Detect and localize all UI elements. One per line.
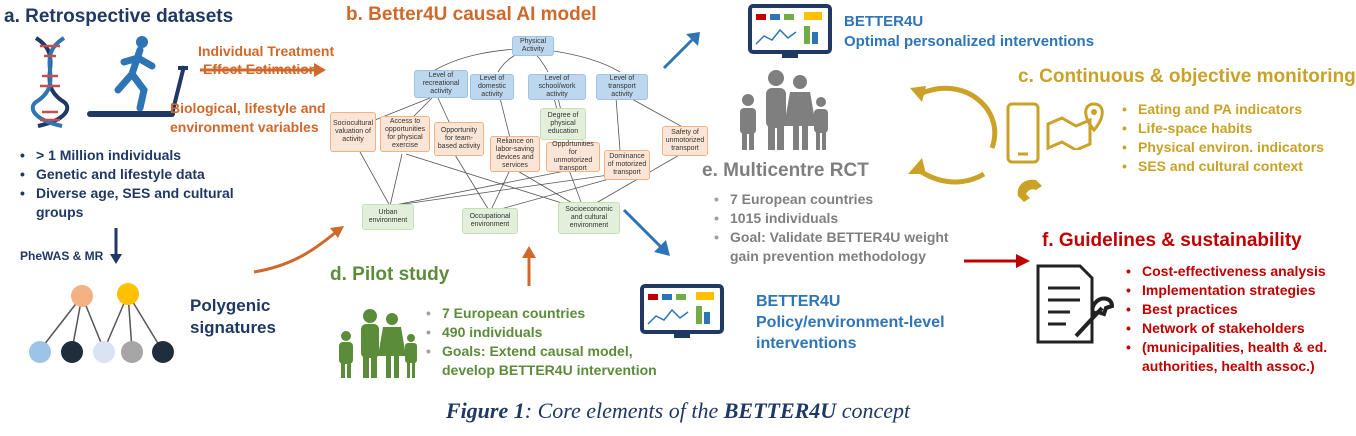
ite-label-2: Effect Estimation	[203, 61, 318, 77]
list-item-continuation: groups	[36, 204, 84, 220]
panel-d-bullets: 7 European countries 490 individuals Goa…	[424, 304, 674, 380]
list-item-continuation: gain prevention methodology	[730, 248, 927, 264]
node-transport: Level of transport activity	[596, 74, 648, 100]
panel-f-bullets: Cost-effectiveness analysis Implementati…	[1124, 262, 1354, 376]
polygenic-tree	[29, 283, 174, 363]
arrow-to-guidelines	[964, 254, 1030, 268]
policy-line-1: Policy/environment-level	[756, 314, 945, 331]
panel-a-heading: a. Retrospective datasets	[4, 6, 234, 27]
variables-line-1: Biological, lifestyle and	[170, 100, 326, 116]
ite-label-1: Individual Treatment	[198, 43, 335, 59]
node-unmotorized-opportunities: Opportunities for unmotorized transport	[546, 141, 600, 172]
node-team-based: Opportunity for team-based activity	[434, 122, 484, 156]
personalized-title: BETTER4U	[844, 13, 924, 30]
cycle-arrows-icon	[908, 85, 998, 185]
node-domestic: Level of domestic activity	[470, 74, 514, 100]
curved-arrow-to-pilot	[253, 226, 344, 274]
node-physical-education: Degree of physical education	[540, 108, 586, 140]
node-physical-activity: Physical Activity	[512, 36, 554, 56]
arrow-to-model	[200, 63, 326, 77]
panel-c-bullets: Eating and PA indicators Life-space habi…	[1120, 100, 1350, 176]
policy-title: BETTER4U	[756, 293, 841, 310]
phone-handset-icon	[1017, 179, 1042, 202]
panel-f-heading: f. Guidelines & sustainability	[1042, 230, 1302, 251]
arrow-to-policy	[622, 208, 670, 256]
policy-line-2: interventions	[756, 335, 857, 352]
list-item: Best practices	[1124, 300, 1354, 319]
list-item: Network of stakeholders	[1124, 319, 1354, 338]
panel-e-heading: e. Multicentre RCT	[702, 160, 869, 181]
pilot-family-icon	[339, 309, 417, 378]
caption-brand: BETTER4U	[723, 398, 837, 423]
dna-icon	[30, 36, 70, 128]
list-item: Physical environ. indicators	[1120, 138, 1350, 157]
smartphone-icon	[1006, 102, 1040, 164]
down-arrow-icon	[110, 228, 122, 264]
node-socioeconomic: Socioeconomic and cultural environment	[558, 202, 620, 234]
panel-c-heading: c. Continuous & objective monitoring	[1018, 66, 1356, 87]
node-sociocultural: Sociocultural valuation of activity	[330, 112, 376, 152]
variables-line-2: environment variables	[170, 119, 319, 135]
personalized-subtitle: Optimal personalized interventions	[844, 33, 1095, 50]
node-safety: Safety of unmotorized transport	[662, 126, 708, 156]
list-item: SES and cultural context	[1120, 157, 1350, 176]
caption-prefix: Figure 1	[445, 398, 525, 423]
panel-b-heading: b. Better4U causal AI model	[346, 4, 597, 25]
list-item: 1015 individuals	[712, 209, 972, 228]
node-access: Access to opportunities for physical exe…	[380, 116, 430, 152]
list-item: Cost-effectiveness analysis	[1124, 262, 1354, 281]
list-item-continuation: develop BETTER4U intervention	[442, 362, 657, 378]
up-arrow-icon	[522, 246, 536, 286]
policy-dashboard-monitor-icon	[640, 284, 724, 338]
node-school-work: Level of school/work activity	[528, 74, 586, 100]
treadmill-runner-icon	[87, 36, 188, 117]
document-wrench-icon	[1036, 264, 1115, 344]
list-item: Goals: Extend causal model,	[424, 342, 674, 361]
panel-a-bullets: > 1 Million individuals Genetic and life…	[18, 146, 258, 222]
list-item: Genetic and lifestyle data	[18, 165, 258, 184]
list-item: Diverse age, SES and cultural	[18, 184, 258, 203]
list-item-continuation: authorities, health assoc.)	[1142, 358, 1315, 374]
node-reliance: Reliance on labor-saving devices and ser…	[490, 136, 540, 172]
list-item: (municipalities, health & ed.	[1124, 338, 1354, 357]
caption-suffix: concept	[836, 398, 911, 423]
family-icon	[740, 70, 828, 150]
list-item: Goal: Validate BETTER4U weight	[712, 228, 972, 247]
list-item: 7 European countries	[424, 304, 674, 323]
dashboard-monitor-icon	[748, 4, 832, 58]
panel-d-heading: d. Pilot study	[330, 264, 450, 285]
list-item: > 1 Million individuals	[18, 146, 258, 165]
list-item: 7 European countries	[712, 190, 972, 209]
map-pin-icon	[1046, 102, 1104, 150]
polygenic-label-2: signatures	[190, 318, 276, 337]
node-motorized: Dominance of motorized transport	[604, 150, 650, 180]
caption-middle: : Core elements of the	[524, 398, 724, 423]
node-urban: Urban environment	[362, 204, 414, 230]
node-recreational: Level of recreational activity	[414, 70, 468, 98]
list-item: Eating and PA indicators	[1120, 100, 1350, 119]
list-item: 490 individuals	[424, 323, 674, 342]
list-item: Implementation strategies	[1124, 281, 1354, 300]
panel-e-bullets: 7 European countries 1015 individuals Go…	[712, 190, 972, 266]
node-occupational: Occupational environment	[462, 208, 518, 234]
arrow-to-personalized	[662, 32, 700, 70]
figure-caption: Figure 1: Core elements of the BETTER4U …	[0, 398, 1356, 424]
list-item: Life-space habits	[1120, 119, 1350, 138]
phewas-label: PheWAS & MR	[20, 249, 104, 263]
polygenic-label-1: Polygenic	[190, 296, 271, 315]
